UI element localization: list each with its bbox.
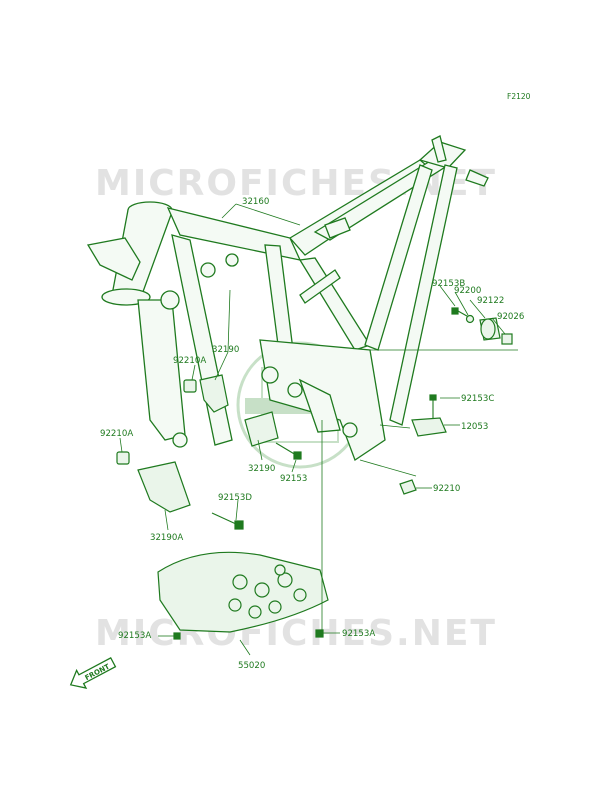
label-92026: 92026 xyxy=(497,312,524,322)
label-32190a: 32190A xyxy=(150,533,183,543)
label-92153: 92153 xyxy=(280,474,307,484)
bracket-32190-top-icon xyxy=(199,374,229,413)
bolt-92153a-left-icon xyxy=(173,632,181,640)
down-tube-left xyxy=(137,299,186,441)
leader-lines xyxy=(119,203,518,656)
rear-tab xyxy=(431,135,447,163)
figure-code: F2120 xyxy=(507,92,531,101)
seat-bracket xyxy=(324,217,351,239)
bolt-92153c-icon xyxy=(429,394,437,418)
boss-5 xyxy=(287,382,303,398)
boss-2 xyxy=(225,253,239,267)
label-92210a-left: 92210A xyxy=(100,429,133,439)
label-92200: 92200 xyxy=(454,286,481,296)
label-92153b: 92153B xyxy=(432,279,465,289)
rear-strut xyxy=(389,164,458,426)
collar-92122-icon xyxy=(479,317,501,341)
bolt-92153d-icon xyxy=(211,512,244,530)
boss-1 xyxy=(200,262,216,278)
label-92153c: 92153C xyxy=(461,394,494,404)
front-arrow-icon: FRONT xyxy=(69,657,117,689)
spacer-92026-icon xyxy=(501,333,513,345)
label-32160: 32160 xyxy=(242,197,269,207)
rear-fender-tab xyxy=(465,169,489,187)
label-92210: 92210 xyxy=(433,484,460,494)
boss-3 xyxy=(160,290,180,310)
boss-4 xyxy=(261,366,279,384)
part-labels: 32160 92153B 92200 92122 92026 92210A 32… xyxy=(100,197,524,671)
label-92122: 92122 xyxy=(477,296,504,306)
collar-92210a-left-icon xyxy=(116,451,130,465)
label-32190-mid: 32190 xyxy=(248,464,275,474)
bracket-32190a-icon xyxy=(137,461,191,513)
pivot-plate xyxy=(298,378,341,433)
boss-6 xyxy=(172,432,188,448)
bolt-92153a-right-icon xyxy=(315,629,324,638)
boss-7 xyxy=(342,422,358,438)
collar-92210a-top-icon xyxy=(183,379,197,393)
cross-tube xyxy=(299,269,341,304)
watermark-bottom: MICROFICHES.NET xyxy=(95,613,497,654)
nut-92210-icon xyxy=(399,479,417,495)
washer-92200-icon xyxy=(465,314,475,324)
bracket-32190-mid-icon xyxy=(244,411,279,447)
skid-plate-55020-icon xyxy=(157,551,329,633)
parts xyxy=(116,307,513,640)
label-92153a-left: 92153A xyxy=(118,631,151,641)
label-92153a-right: 92153A xyxy=(342,629,375,639)
label-32190-top: 32190 xyxy=(212,345,239,355)
label-92210a-top: 92210A xyxy=(173,356,206,366)
label-92153d: 92153D xyxy=(218,493,252,503)
label-55020: 55020 xyxy=(238,661,265,671)
head-gusset xyxy=(86,237,141,281)
bolt-92153-icon xyxy=(275,442,302,460)
frame-assembly xyxy=(86,135,489,461)
label-12053: 12053 xyxy=(461,422,488,432)
guide-12053-icon xyxy=(411,417,447,437)
